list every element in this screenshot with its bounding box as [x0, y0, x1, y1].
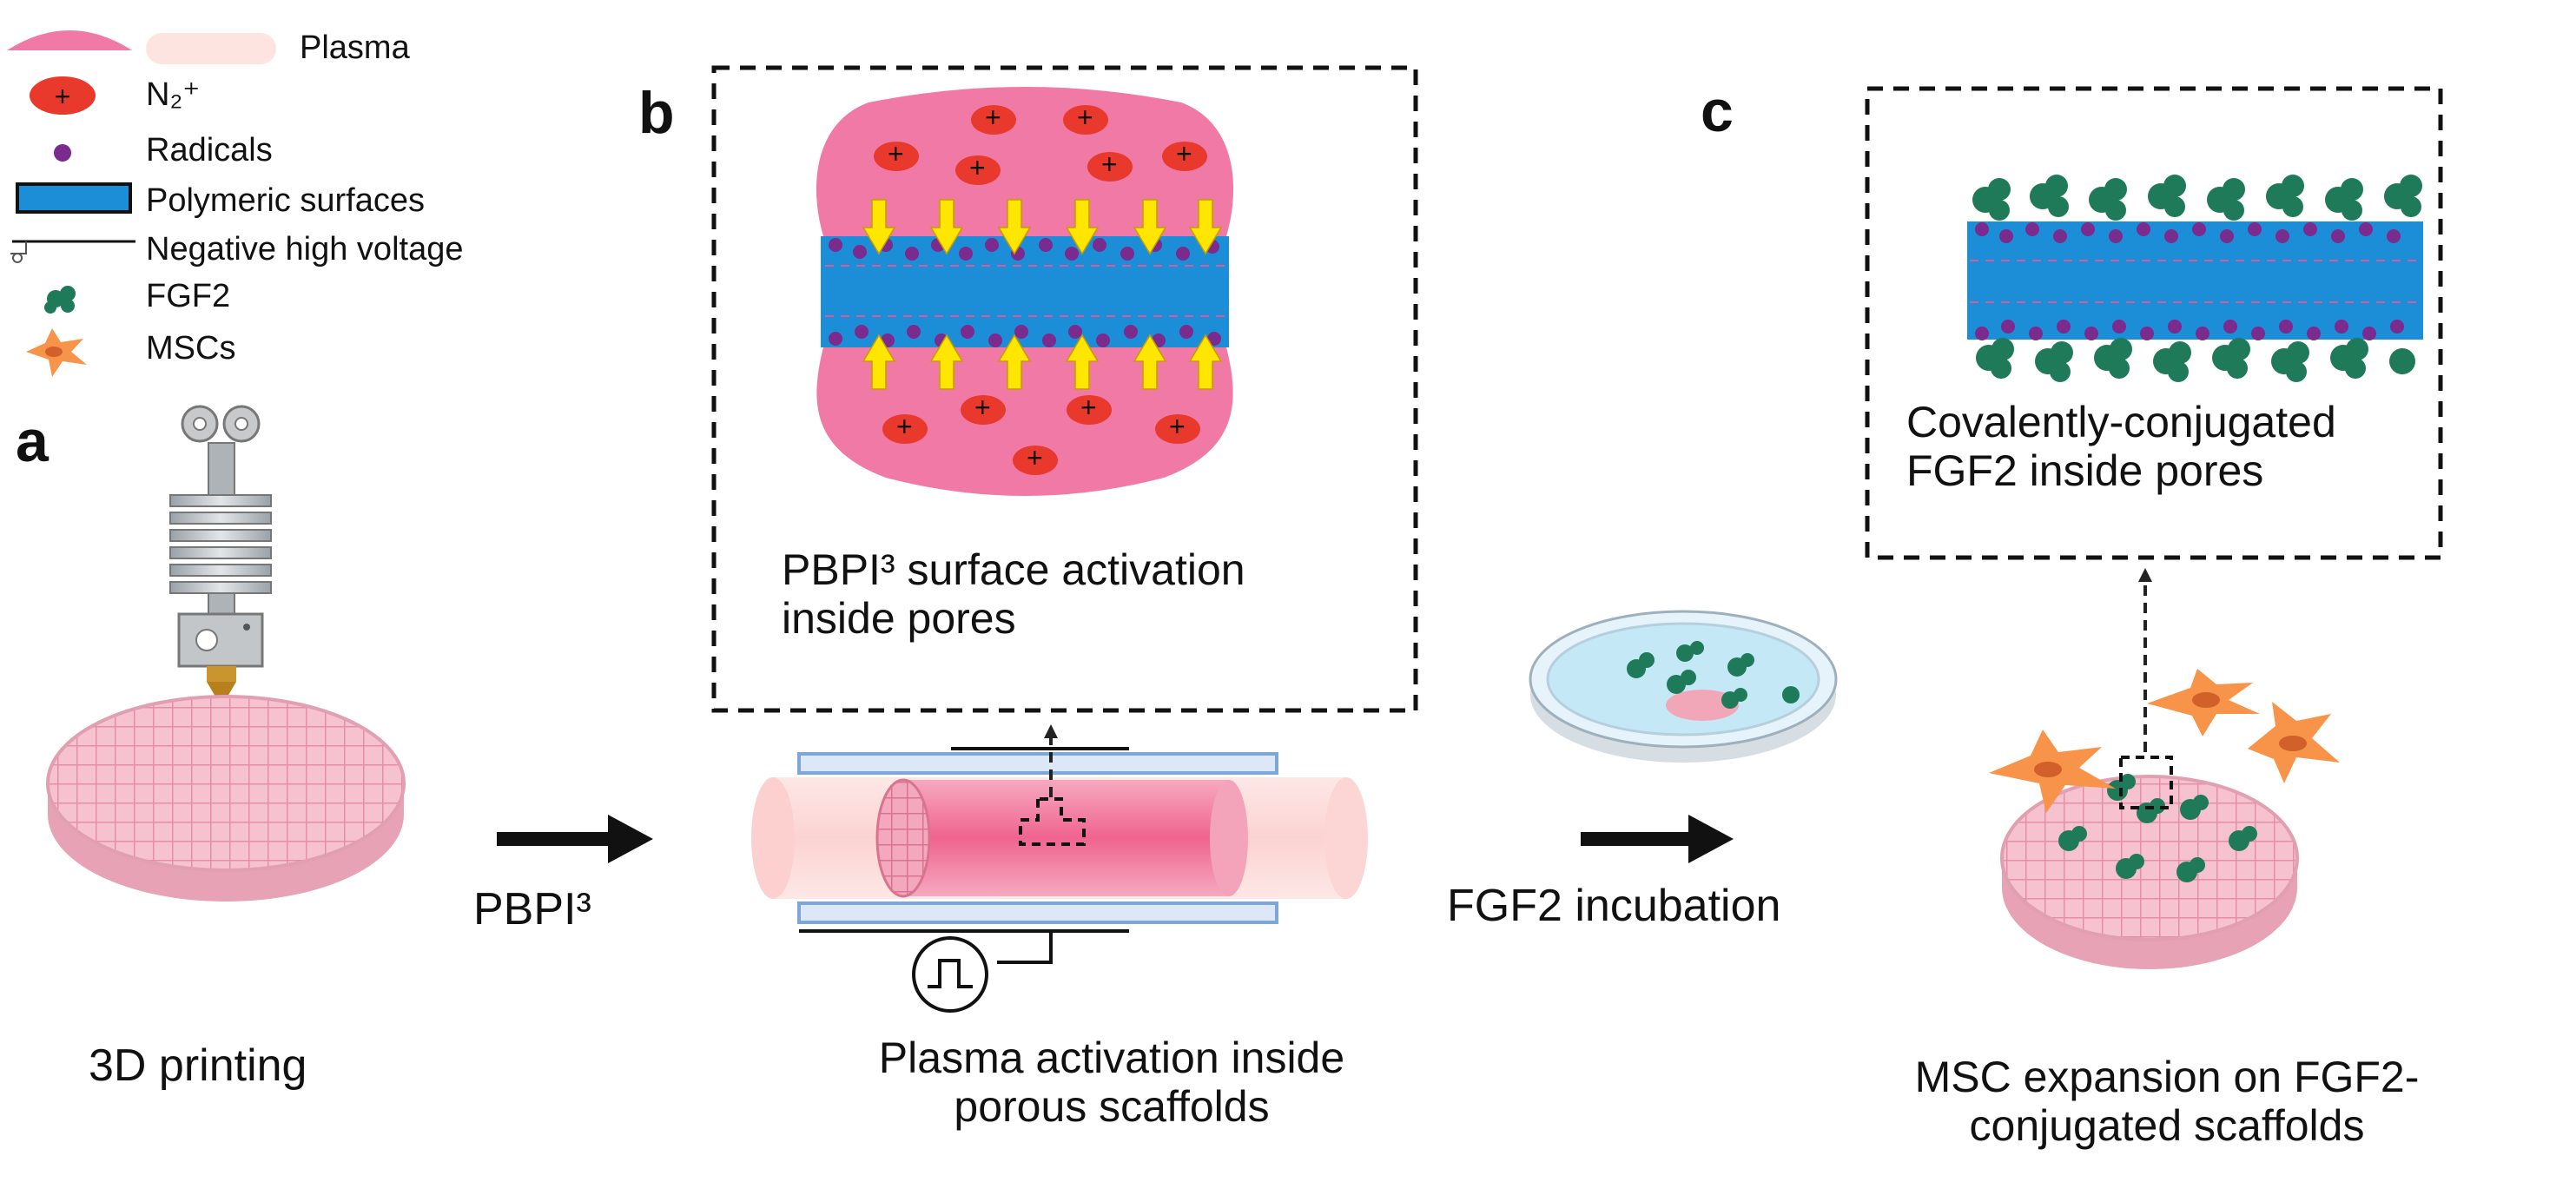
msc-expansion-caption: MSC expansion on FGF2- conjugated scaffo…: [1867, 1053, 2467, 1150]
plasma-upper: [816, 87, 1234, 236]
inset-c: [1865, 86, 2443, 560]
inset-c-caption: Covalently-conjugated FGF2 inside pores: [1906, 398, 2336, 495]
plasma-activation-line1: Plasma activation inside: [878, 1034, 1345, 1082]
ion-charge: +: [888, 138, 904, 169]
n2-ions: [874, 105, 1207, 475]
msc-expansion-line1: MSC expansion on FGF2-: [1914, 1053, 2420, 1101]
label-3d-printing: 3D printing: [89, 1040, 307, 1091]
legend-label-polymeric: Polymeric surfaces: [146, 182, 425, 219]
ion-charge: +: [1077, 102, 1093, 133]
legend-label-fgf2: FGF2: [146, 278, 231, 314]
ion-charge: +: [969, 152, 986, 183]
legend-label-plasma: Plasma: [300, 30, 410, 66]
cylinder-grid-face: [875, 778, 931, 898]
upper-electrode: [797, 752, 1278, 775]
plasma-tube-icon: [146, 33, 276, 64]
inset-b: [711, 65, 1418, 713]
plasma-activation-line2: porous scaffolds: [954, 1082, 1270, 1131]
ion-charge: +: [1027, 442, 1043, 473]
scaffold-printed: [46, 695, 406, 902]
radical-icon: [54, 144, 71, 162]
polymer-surface-icon: [16, 182, 132, 214]
panel-letter-a: a: [16, 408, 49, 474]
msc-icon: [26, 328, 87, 377]
inset-b-caption-line1: PBPI³ surface activation: [782, 545, 1245, 594]
ion-charge: +: [1169, 411, 1186, 442]
ion-charge: +: [985, 102, 1001, 133]
legend-label-mscs: MSCs: [146, 330, 236, 367]
inset-marker-c: [2119, 756, 2173, 809]
fgf2-icon: [44, 286, 76, 314]
legend-label-radicals: Radicals: [146, 132, 273, 168]
scaffold-cylinder: [903, 780, 1229, 896]
scaffold-conjugated: [1989, 568, 2340, 969]
voltage-plug-icon: [10, 241, 27, 263]
ion-charge: +: [1080, 392, 1097, 423]
pulse-generator-icon: [912, 936, 988, 1013]
legend-label-n2: N₂⁺: [146, 76, 201, 113]
printer-nozzle-icon: [169, 405, 272, 697]
panel-letter-c: c: [1701, 78, 1734, 144]
fgf2-top-row: [1972, 175, 2422, 221]
msc-expansion-line2: conjugated scaffolds: [1969, 1101, 2365, 1150]
lower-electrode: [797, 902, 1278, 924]
legend-label-voltage: Negative high voltage: [146, 231, 464, 267]
plasma-dome-icon: [7, 30, 132, 50]
plasma-reactor: [751, 724, 1368, 1013]
panel-letter-b: b: [638, 80, 675, 146]
inset-marker: [1019, 797, 1086, 846]
ion-charge: +: [1101, 149, 1118, 180]
ion-charge: +: [1176, 138, 1192, 169]
inset-c-caption-line1: Covalently-conjugated: [1906, 398, 2336, 446]
svg-text:+: +: [55, 81, 71, 112]
activation-arrows: [862, 199, 1223, 390]
label-fgf2-incubation: FGF2 incubation: [1447, 881, 1781, 931]
label-pbpi: PBPI³: [473, 884, 591, 935]
inset-b-caption: PBPI³ surface activation inside pores: [782, 545, 1245, 643]
voltage-wire: [997, 931, 1053, 964]
legend-symbols: +: [7, 30, 276, 377]
arrow-incubation: [1581, 815, 1734, 863]
ion-charge: +: [974, 392, 991, 423]
n2-ion-icon: [30, 76, 96, 115]
inset-c-caption-line2: FGF2 inside pores: [1906, 446, 2264, 495]
plasma-activation-caption: Plasma activation inside porous scaffold…: [782, 1034, 1442, 1131]
plasma-lower: [816, 347, 1233, 496]
fgf2-bottom-row: [1976, 338, 2415, 382]
inset-b-caption-line2: inside pores: [782, 594, 1016, 643]
petri-dish: [1529, 610, 1838, 763]
arrow-pbpi: [497, 815, 653, 863]
ion-charge: +: [896, 411, 913, 442]
polymer-layer-c: [1967, 221, 2423, 340]
